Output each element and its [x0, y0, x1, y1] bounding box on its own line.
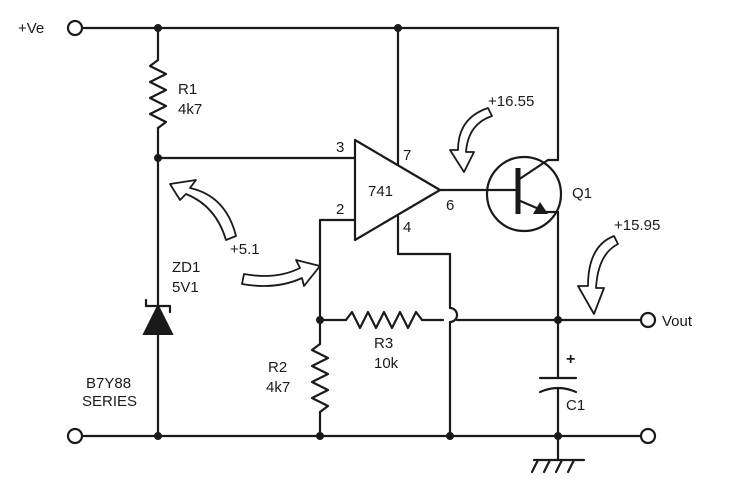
output-terminal: [639, 311, 657, 329]
ground-terminal-right: [639, 427, 657, 445]
junction-dot: [446, 432, 454, 440]
c1-name: C1: [566, 397, 585, 414]
c1-polarity: +: [566, 351, 575, 368]
opamp-pin4: 4: [403, 219, 411, 236]
transistor-q1: [484, 155, 563, 233]
junction-dot: [554, 316, 562, 324]
zd1-series-line2: SERIES: [82, 393, 137, 410]
junction-dot: [394, 24, 402, 32]
opamp-pin2: 2: [336, 201, 344, 218]
opamp-pin6: 6: [446, 197, 454, 214]
zd1-value: 5V1: [172, 279, 199, 296]
output-voltage-arrow: [577, 235, 619, 315]
r3-name: R3: [374, 335, 393, 352]
zener-voltage-arrow: [169, 179, 237, 241]
ground-terminal-left: [66, 427, 84, 445]
zener-branch: [142, 156, 174, 438]
q1-name: Q1: [572, 185, 592, 202]
pin2-voltage-arrow: [241, 259, 321, 287]
opamp-pin3: 3: [336, 139, 344, 156]
r3-value: 10k: [374, 355, 399, 372]
zener-voltage-label: +5.1: [230, 241, 260, 258]
junction-dot: [154, 154, 162, 162]
supply-terminal: [66, 19, 84, 37]
base-voltage-arrow: [449, 107, 493, 173]
zener-diode-symbol: [142, 303, 174, 335]
opamp-name: 741: [368, 183, 393, 200]
junction-dot: [316, 316, 324, 324]
junction-dot: [154, 24, 162, 32]
supply-label: +Ve: [18, 20, 44, 37]
junction-dot: [154, 432, 162, 440]
resistor-r1: [148, 26, 168, 160]
top-rail: [80, 26, 560, 162]
opamp-pin7: 7: [403, 147, 411, 164]
zd1-series-line1: B7Y88: [86, 375, 131, 392]
junction-dot: [316, 432, 324, 440]
ground-symbol: [530, 434, 586, 474]
resistor-r2: [310, 318, 330, 438]
opamp-741: [353, 138, 442, 242]
output-voltage-label: +15.95: [614, 217, 660, 234]
capacitor-c1: [538, 376, 578, 438]
base-voltage-label: +16.55: [488, 93, 534, 110]
r1-name: R1: [178, 81, 197, 98]
zd1-name: ZD1: [172, 259, 200, 276]
junction-dot: [554, 432, 562, 440]
resistor-r3: [344, 310, 424, 330]
r2-value: 4k7: [266, 379, 290, 396]
r2-name: R2: [268, 359, 287, 376]
r1-value: 4k7: [178, 101, 202, 118]
output-label: Vout: [662, 313, 693, 330]
